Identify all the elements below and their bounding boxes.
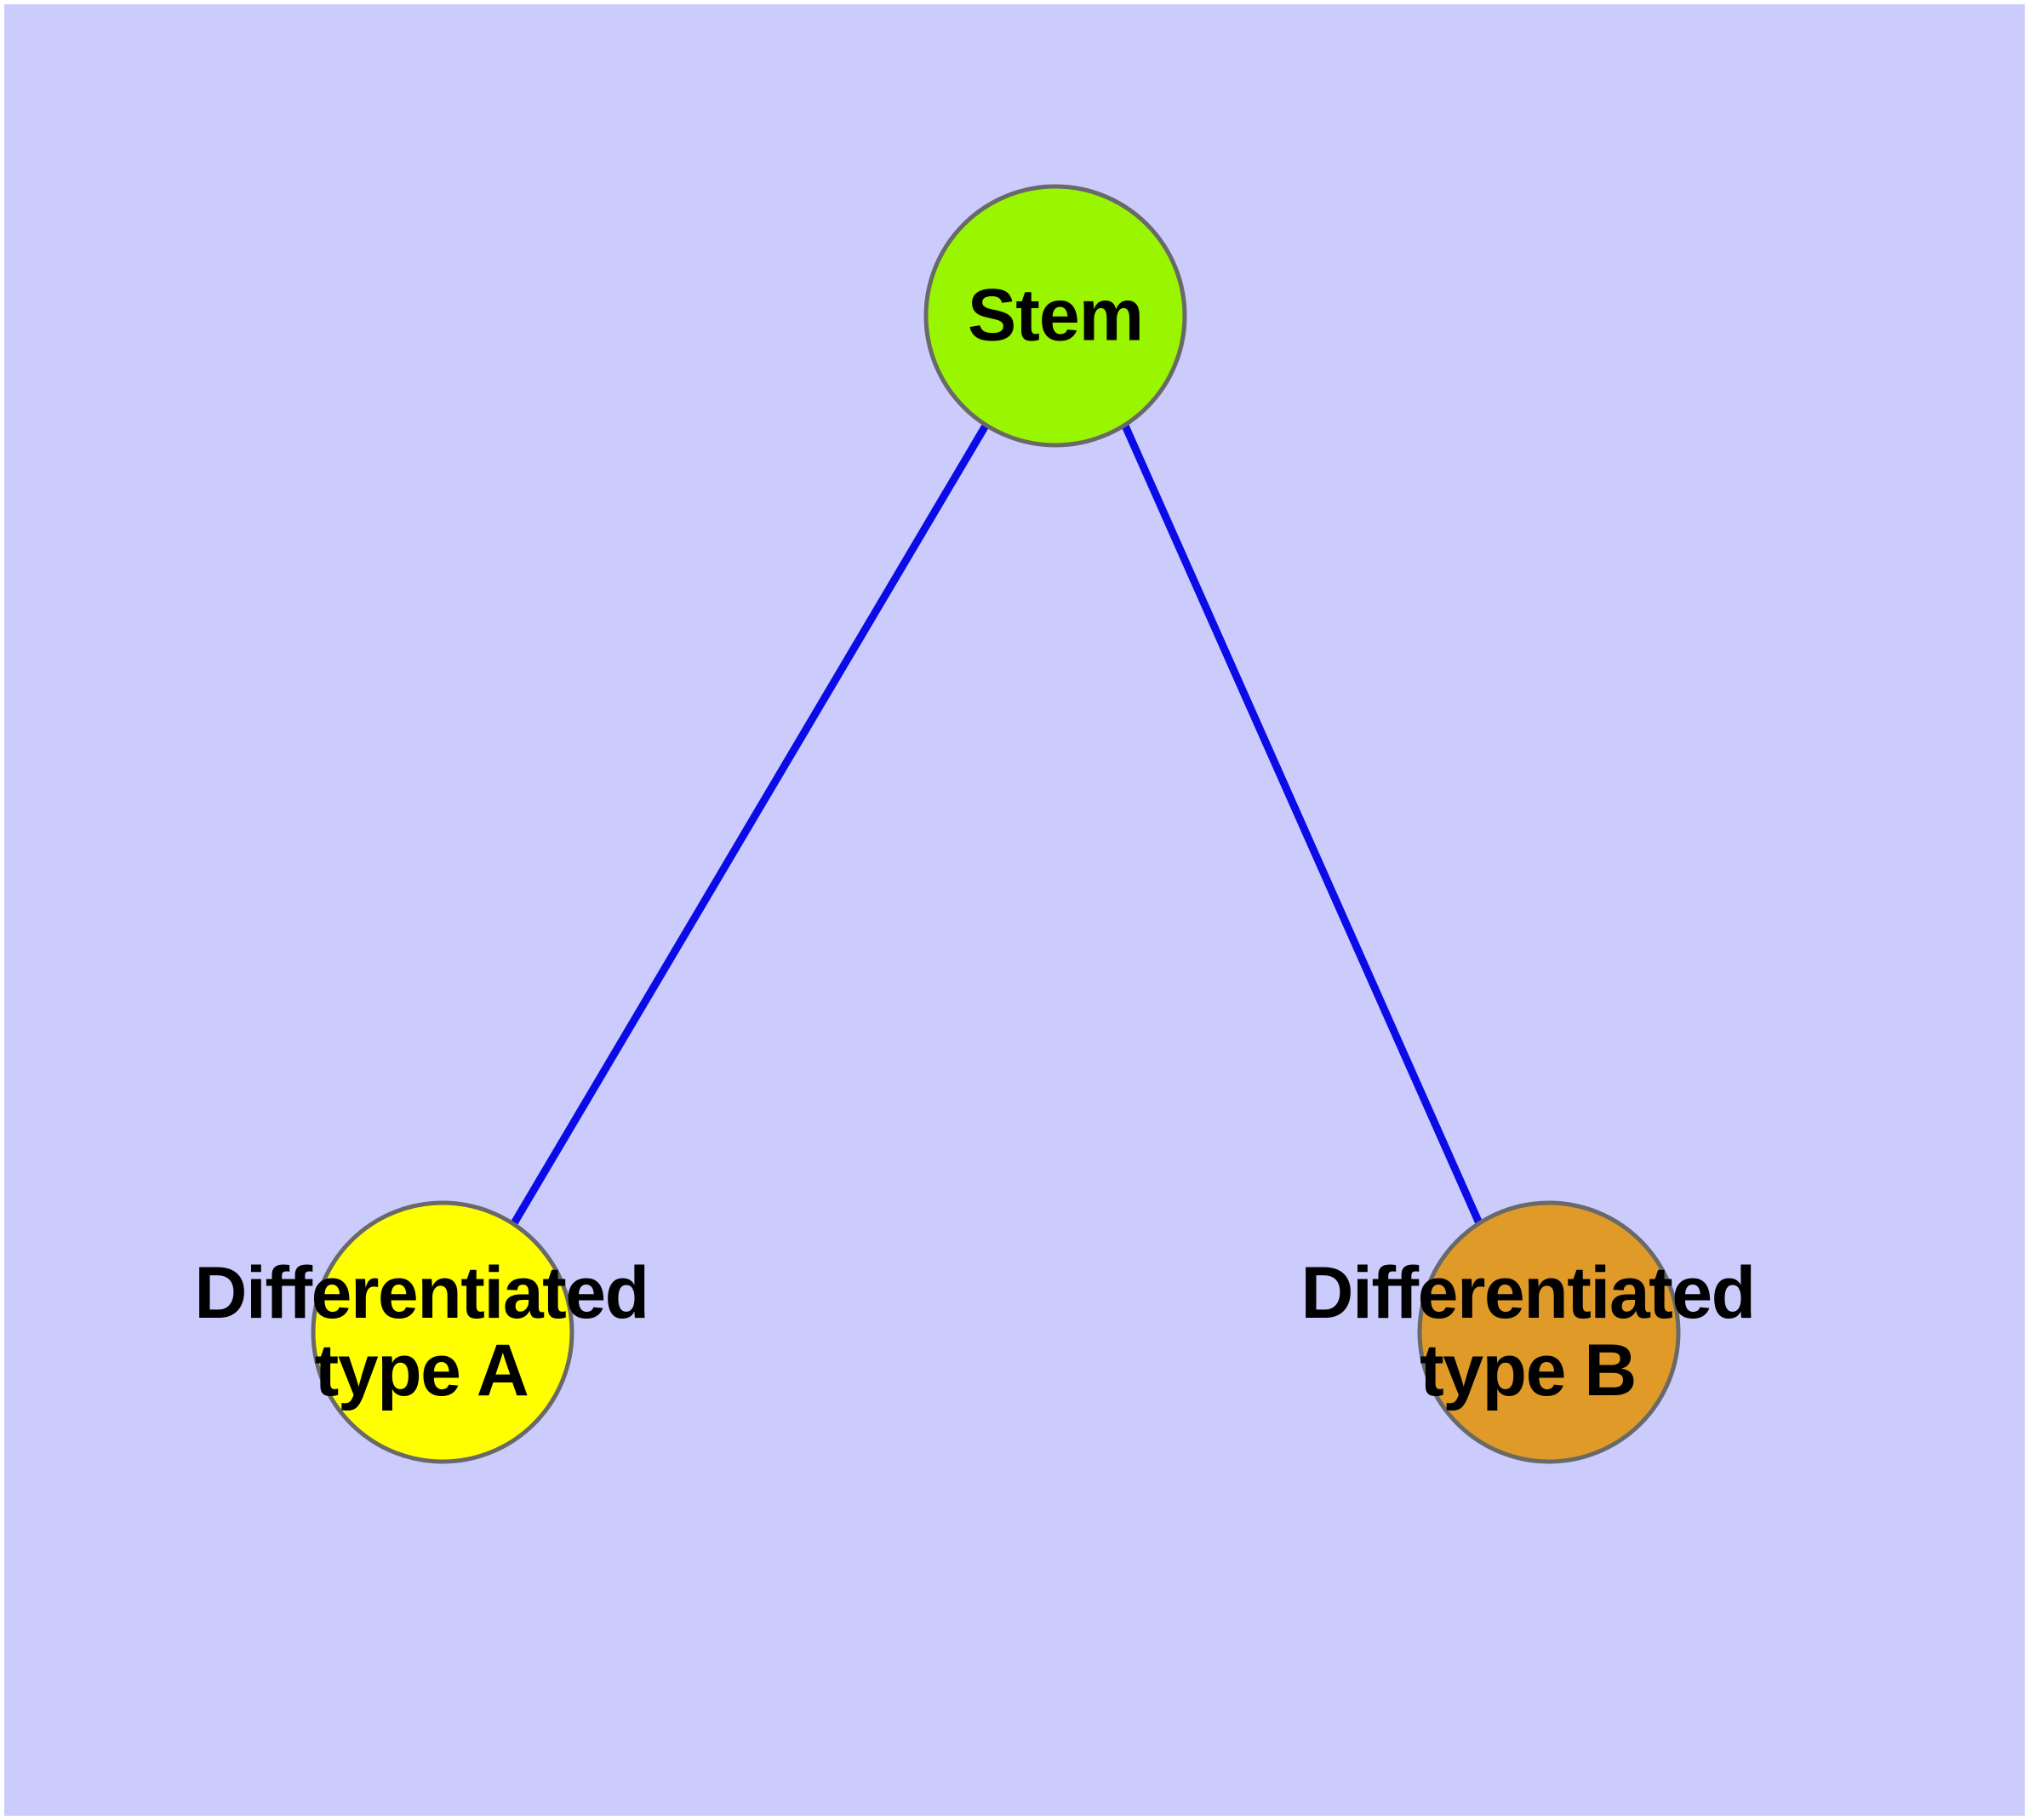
node-stem[interactable] — [923, 184, 1187, 448]
node-diff_b[interactable] — [1417, 1200, 1681, 1464]
node-diff_a[interactable] — [311, 1200, 574, 1464]
edge-stem-diff-a[interactable] — [511, 423, 989, 1226]
edge-stem-diff-b[interactable] — [1121, 424, 1483, 1225]
edges-group — [511, 423, 1483, 1226]
nodes-group — [311, 184, 1681, 1464]
